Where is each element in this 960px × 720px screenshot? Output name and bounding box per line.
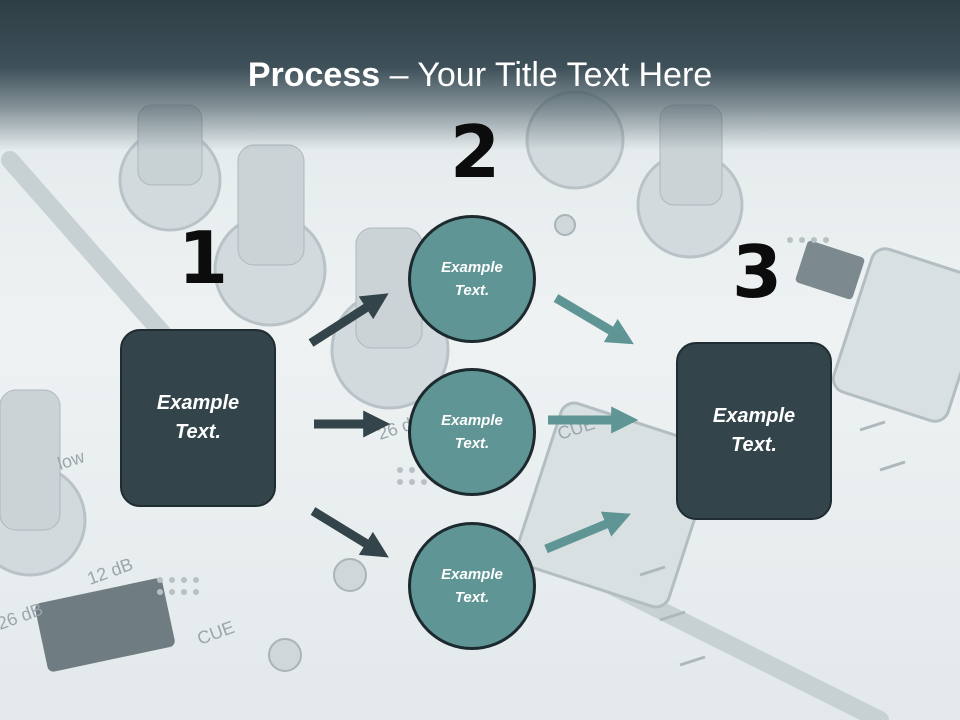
step-number-2: 2 xyxy=(450,110,501,194)
step-1-box: Example Text. xyxy=(120,329,276,507)
step-2-circle-bottom: Example Text. xyxy=(408,522,536,650)
step-2-circle-middle: Example Text. xyxy=(408,368,536,496)
bg-label: 26 dB xyxy=(0,599,46,634)
step-number-3: 3 xyxy=(732,230,783,314)
bg-label: CUE xyxy=(195,617,238,649)
step-3-box: Example Text. xyxy=(676,342,832,520)
step-1-label: Example Text. xyxy=(156,392,240,443)
title-bar xyxy=(0,0,960,150)
step-number-1: 1 xyxy=(178,216,229,300)
circle-label: Example Text. xyxy=(441,566,503,606)
circle-label: Example Text. xyxy=(441,259,503,299)
bg-label: 12 dB xyxy=(85,554,136,589)
slide-title: Process – Your Title Text Here xyxy=(0,52,960,98)
title-bold: Process xyxy=(247,56,381,94)
step-2-circle-top: Example Text. xyxy=(408,215,536,343)
circle-label: Example Text. xyxy=(441,412,503,452)
step-3-label: Example Text. xyxy=(712,405,796,456)
title-rest: – Your Title Text Here xyxy=(380,56,713,94)
